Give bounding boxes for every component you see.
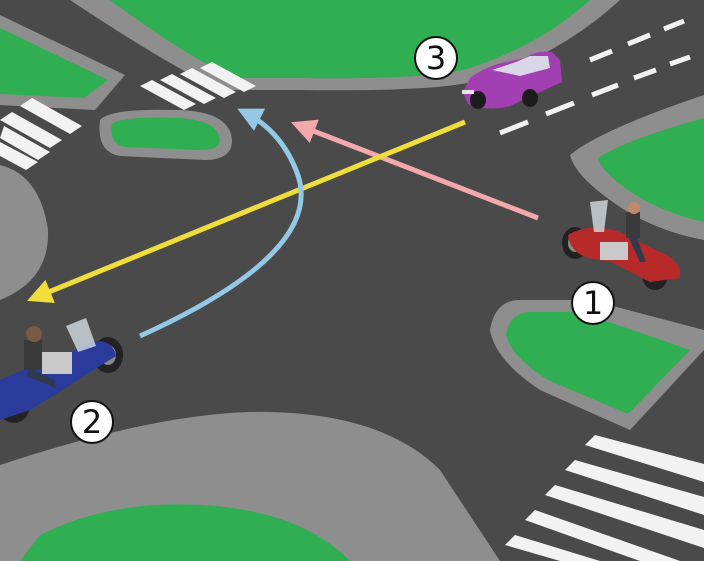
- grass-right-lower: [490, 300, 704, 430]
- crosswalk-top: [140, 62, 256, 110]
- lane-markings: [499, 18, 691, 136]
- motorcycle-icon: [562, 200, 681, 290]
- vehicle-3-marker: 3: [414, 36, 458, 80]
- grass-bottom: [0, 411, 500, 561]
- vehicle-1-marker: 1: [571, 281, 615, 325]
- crosswalk-bottom-right: [505, 435, 704, 561]
- motorcycle-icon: [0, 318, 123, 423]
- curb-left: [0, 165, 49, 300]
- path-arrow-vehicle-3: [27, 119, 466, 303]
- traffic-island: [99, 109, 232, 160]
- path-arrow-vehicle-1: [291, 119, 539, 221]
- path-arrow-vehicle-2: [138, 108, 304, 339]
- grass-top-left: [0, 15, 125, 110]
- grass-right-upper: [570, 95, 704, 240]
- crosswalk-top-left: [0, 98, 82, 170]
- vehicle-2-marker: 2: [70, 400, 114, 444]
- car-icon: [462, 51, 562, 109]
